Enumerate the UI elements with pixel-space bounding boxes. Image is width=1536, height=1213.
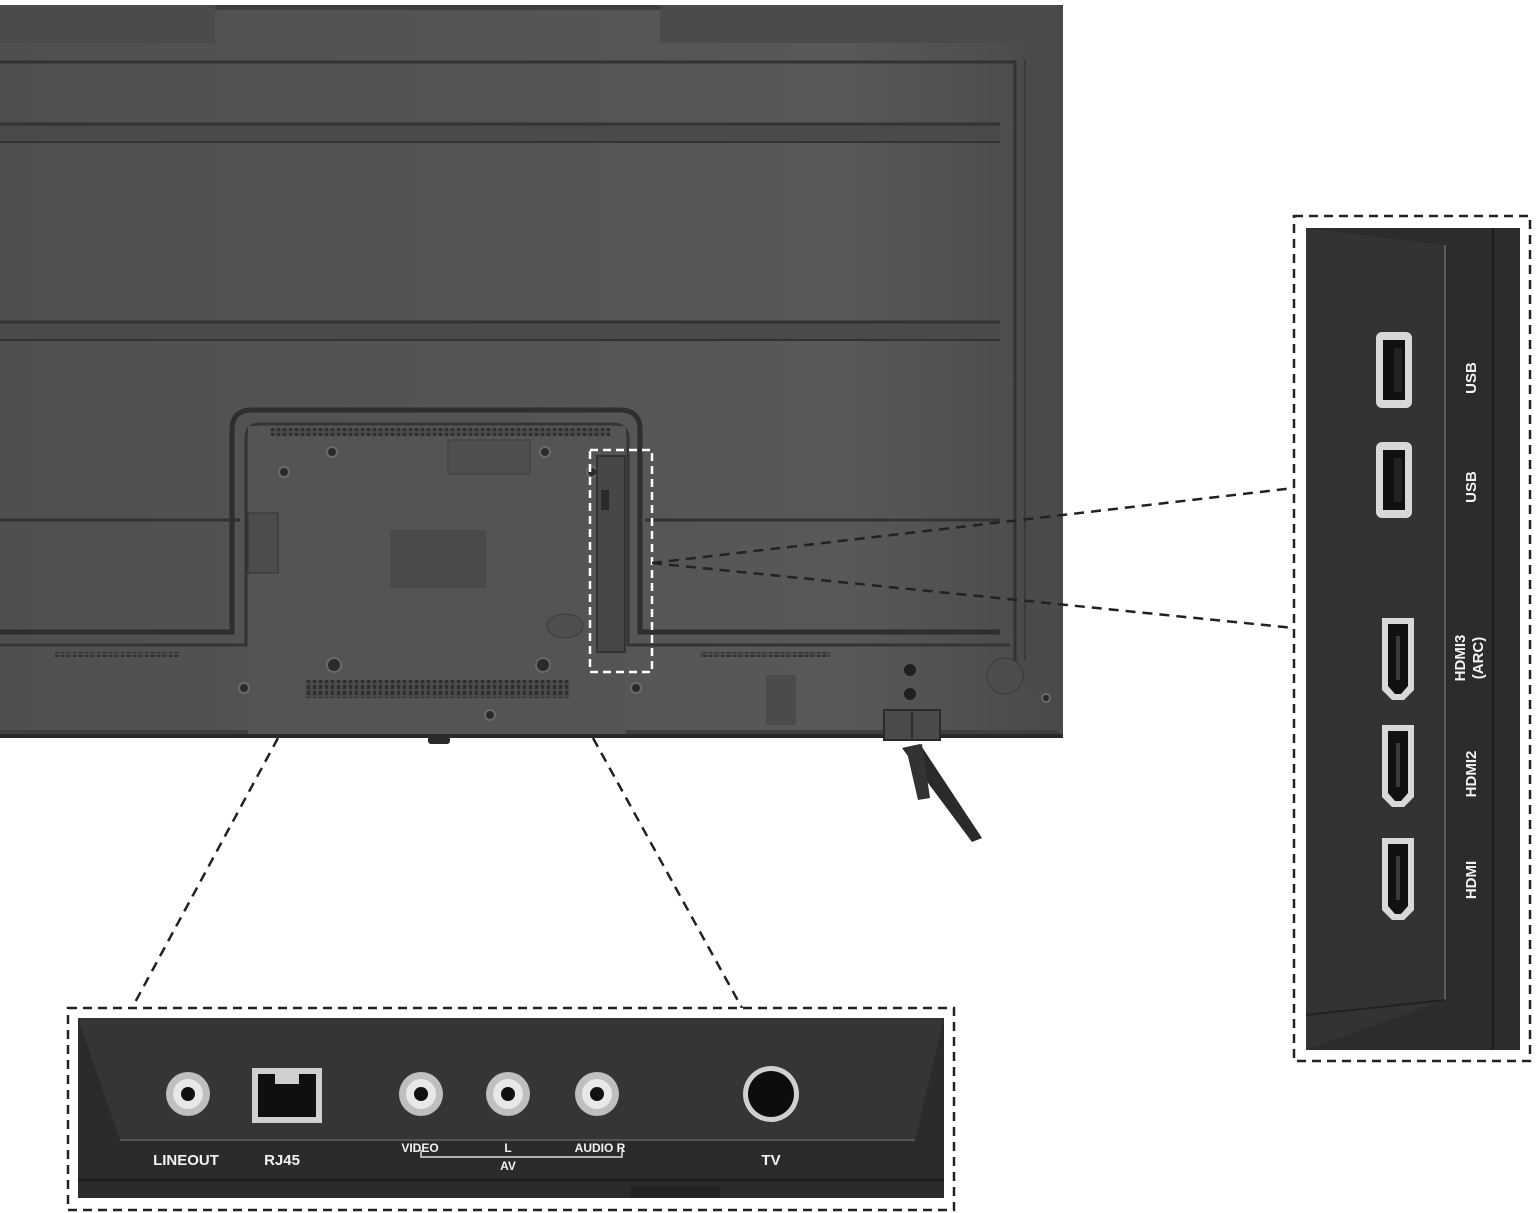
label-video: VIDEO bbox=[401, 1141, 438, 1155]
label-audio-r: AUDIO R bbox=[575, 1141, 626, 1155]
side-ports-panel: USB USB HDMI3 (ARC) HDMI2 HDMI bbox=[1292, 214, 1532, 1063]
label-tv: TV bbox=[761, 1152, 780, 1169]
rca-jack-icon bbox=[399, 1072, 443, 1116]
hdmi-port-icon bbox=[1382, 725, 1414, 807]
label-hdmi3: HDMI3 bbox=[1452, 635, 1469, 682]
hdmi-port-icon bbox=[1382, 838, 1414, 920]
rca-jack-icon bbox=[166, 1072, 210, 1116]
hdmi-port-icon bbox=[1382, 618, 1414, 700]
label-arc: (ARC) bbox=[1470, 637, 1487, 680]
av-bracket bbox=[420, 1150, 623, 1158]
side-ports-highlight bbox=[588, 448, 654, 674]
label-hdmi2: HDMI2 bbox=[1463, 751, 1480, 798]
label-usb-2: USB bbox=[1463, 471, 1480, 503]
label-rj45: RJ45 bbox=[264, 1152, 300, 1169]
label-usb-1: USB bbox=[1463, 362, 1480, 394]
ethernet-port-icon bbox=[252, 1068, 322, 1123]
callout-lines bbox=[130, 486, 1295, 1009]
coax-antenna-icon bbox=[743, 1066, 799, 1122]
label-lineout: LINEOUT bbox=[153, 1152, 219, 1169]
rca-jack-icon bbox=[575, 1072, 619, 1116]
usb-port-icon bbox=[1376, 442, 1412, 518]
tv-back-body bbox=[0, 5, 1063, 744]
label-av: AV bbox=[500, 1159, 516, 1173]
label-hdmi1: HDMI bbox=[1463, 861, 1480, 899]
rca-jack-icon bbox=[486, 1072, 530, 1116]
label-l: L bbox=[504, 1141, 511, 1155]
usb-port-icon bbox=[1376, 332, 1412, 408]
bottom-ports-panel: LINEOUT RJ45 VIDEO L AUDIO R AV TV bbox=[66, 1006, 956, 1212]
stand-leg-icon bbox=[883, 709, 982, 842]
